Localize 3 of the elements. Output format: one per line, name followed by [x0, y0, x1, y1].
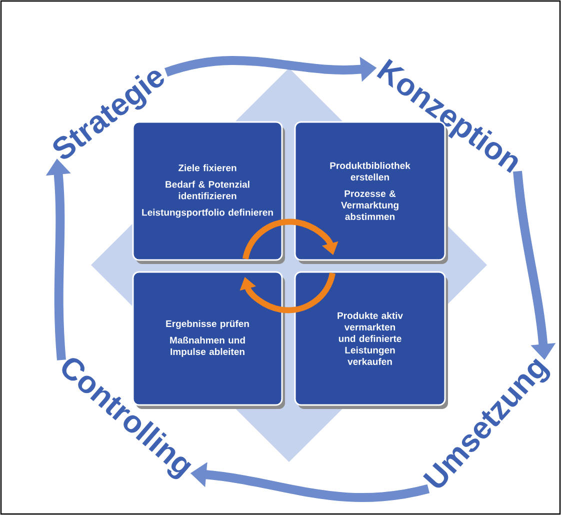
process-box: Produkte aktiv vermarkten und definierte Leistungen verkaufen — [294, 271, 448, 409]
process-box: Ziele fixieren Bedarf & Potenzial identifizieren Leistungsportfolio definieren — [132, 121, 285, 264]
process-box: Ergebnisse prüfen Maßnahmen und Impulse ableiten — [132, 271, 285, 409]
